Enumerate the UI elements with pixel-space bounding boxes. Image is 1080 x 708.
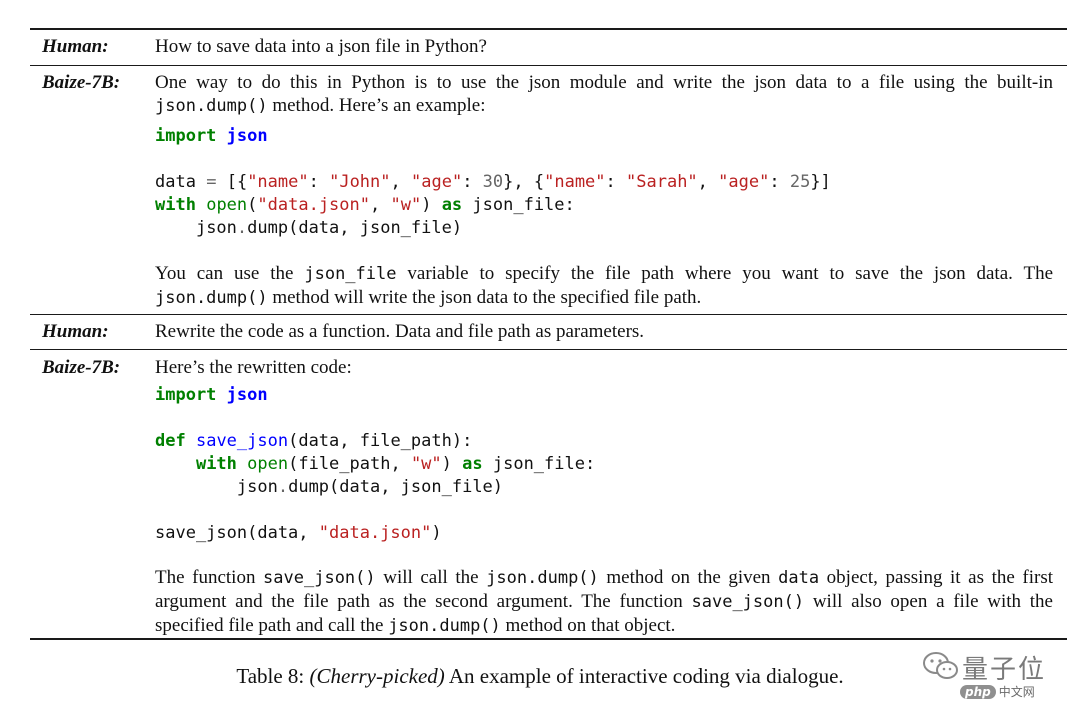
- code-keyword: def: [155, 431, 186, 451]
- code-string: "age": [411, 172, 463, 192]
- code-text: dump(data, json_file): [247, 218, 463, 238]
- code-text: (data, file_path):: [288, 431, 473, 451]
- code-number: 25: [789, 172, 811, 192]
- speaker-label: Human:: [42, 321, 109, 342]
- inline-code: json_file: [304, 264, 397, 284]
- code-string: "John": [329, 172, 391, 192]
- code-text: (file_path,: [288, 454, 411, 474]
- code-string: "data.json": [257, 195, 370, 215]
- code-text: data: [155, 172, 196, 192]
- code-text: ,: [697, 172, 719, 192]
- turn-divider: [30, 65, 1067, 66]
- code-module: json: [226, 126, 268, 146]
- table-caption: Table 8: (Cherry-picked) An example of i…: [0, 663, 1080, 689]
- code-text: :: [769, 172, 790, 192]
- code-text: :: [462, 172, 483, 192]
- inline-code: json.dump(): [155, 288, 268, 308]
- code-text: [{: [226, 172, 248, 192]
- assistant-intro: One way to do this in Python is to use t…: [155, 71, 1053, 118]
- outro-text: will also open a file with the specified…: [155, 591, 1053, 636]
- code-text: ): [421, 195, 442, 215]
- caption-text: An example of interactive coding via dia…: [444, 664, 844, 688]
- intro-text: method. Here’s an example:: [267, 95, 486, 116]
- code-text: json: [236, 477, 278, 497]
- code-text: ): [441, 454, 463, 474]
- speaker-label: Human:: [42, 36, 109, 57]
- outro-text: object, passing it as the first argument…: [155, 567, 1053, 612]
- code-string: "Sarah": [626, 172, 698, 192]
- code-operator: .: [236, 218, 248, 238]
- code-operator: =: [206, 172, 217, 192]
- outro-text: The function: [155, 567, 264, 588]
- code-text: json_file:: [462, 195, 575, 215]
- outro-text: method on that object.: [500, 615, 676, 636]
- watermark-site-text: 中文网: [998, 685, 1035, 699]
- human-message: Rewrite the code as a function. Data and…: [155, 321, 645, 342]
- code-string: "age": [718, 172, 770, 192]
- wechat-logo-icon: [923, 652, 958, 679]
- code-text: (: [247, 195, 258, 215]
- outro-text: method will write the json data to the s…: [267, 287, 702, 308]
- assistant-outro: You can use the json_file variable to sp…: [155, 262, 1053, 310]
- assistant-intro: Here’s the rewritten code:: [155, 357, 352, 378]
- code-text: }, {: [503, 172, 545, 192]
- outro-text: You can use the: [155, 263, 305, 284]
- inline-code: save_json(): [263, 568, 376, 588]
- code-text: json_file:: [482, 454, 596, 474]
- code-string: "data.json": [318, 523, 432, 543]
- inline-code: data: [778, 568, 820, 588]
- code-keyword: as: [441, 195, 463, 215]
- code-function-name: save_json: [195, 431, 289, 451]
- code-builtin: open: [206, 195, 248, 215]
- code-text: :: [605, 172, 627, 192]
- php-badge: php: [960, 685, 996, 699]
- human-message: How to save data into a json file in Pyt…: [155, 36, 487, 57]
- intro-text: One way to do this in Python is to use t…: [155, 72, 1053, 93]
- code-text: json: [195, 218, 237, 238]
- outro-text: will call the: [375, 567, 487, 588]
- inline-code: json.dump(): [388, 616, 501, 636]
- assistant-outro: The function save_json() will call the j…: [155, 566, 1053, 638]
- outro-text: variable to specify the file path where …: [396, 263, 1053, 284]
- caption-label: Table 8:: [236, 664, 310, 688]
- code-module: json: [226, 385, 268, 405]
- code-operator: .: [277, 477, 289, 497]
- turn-divider: [30, 314, 1067, 315]
- code-number: 30: [482, 172, 504, 192]
- code-string: "name": [247, 172, 309, 192]
- caption-emphasis: (Cherry-picked): [309, 664, 445, 688]
- inline-code: json.dump(): [486, 568, 599, 588]
- inline-code: json.dump(): [155, 96, 268, 116]
- code-text: ,: [390, 172, 411, 192]
- code-text: save_json(data,: [155, 523, 319, 543]
- code-text: dump(data, json_file): [288, 477, 504, 497]
- code-text: }]: [810, 172, 831, 192]
- code-text: ,: [370, 195, 391, 215]
- code-keyword: import: [155, 126, 217, 146]
- code-keyword: with: [195, 454, 237, 474]
- code-keyword: as: [462, 454, 483, 474]
- inline-code: save_json(): [691, 592, 805, 612]
- speaker-label: Baize-7B:: [42, 357, 121, 378]
- table-bottom-rule: [30, 638, 1067, 640]
- code-text: ): [431, 523, 442, 543]
- watermark-name: 量子位: [962, 655, 1047, 685]
- code-string: "w": [410, 454, 442, 474]
- code-string: "name": [544, 172, 606, 192]
- code-keyword: import: [155, 385, 217, 405]
- table-top-rule: [30, 28, 1067, 30]
- code-builtin: open: [247, 454, 289, 474]
- code-text: :: [308, 172, 330, 192]
- code-block: import json def save_json(data, file_pat…: [155, 384, 595, 545]
- turn-divider: [30, 349, 1067, 350]
- code-keyword: with: [155, 195, 196, 215]
- code-string: "w": [390, 195, 422, 215]
- speaker-label: Baize-7B:: [42, 72, 121, 93]
- outro-text: method on the given: [598, 567, 779, 588]
- code-block: import json data = [{"name": "John", "ag…: [155, 125, 831, 240]
